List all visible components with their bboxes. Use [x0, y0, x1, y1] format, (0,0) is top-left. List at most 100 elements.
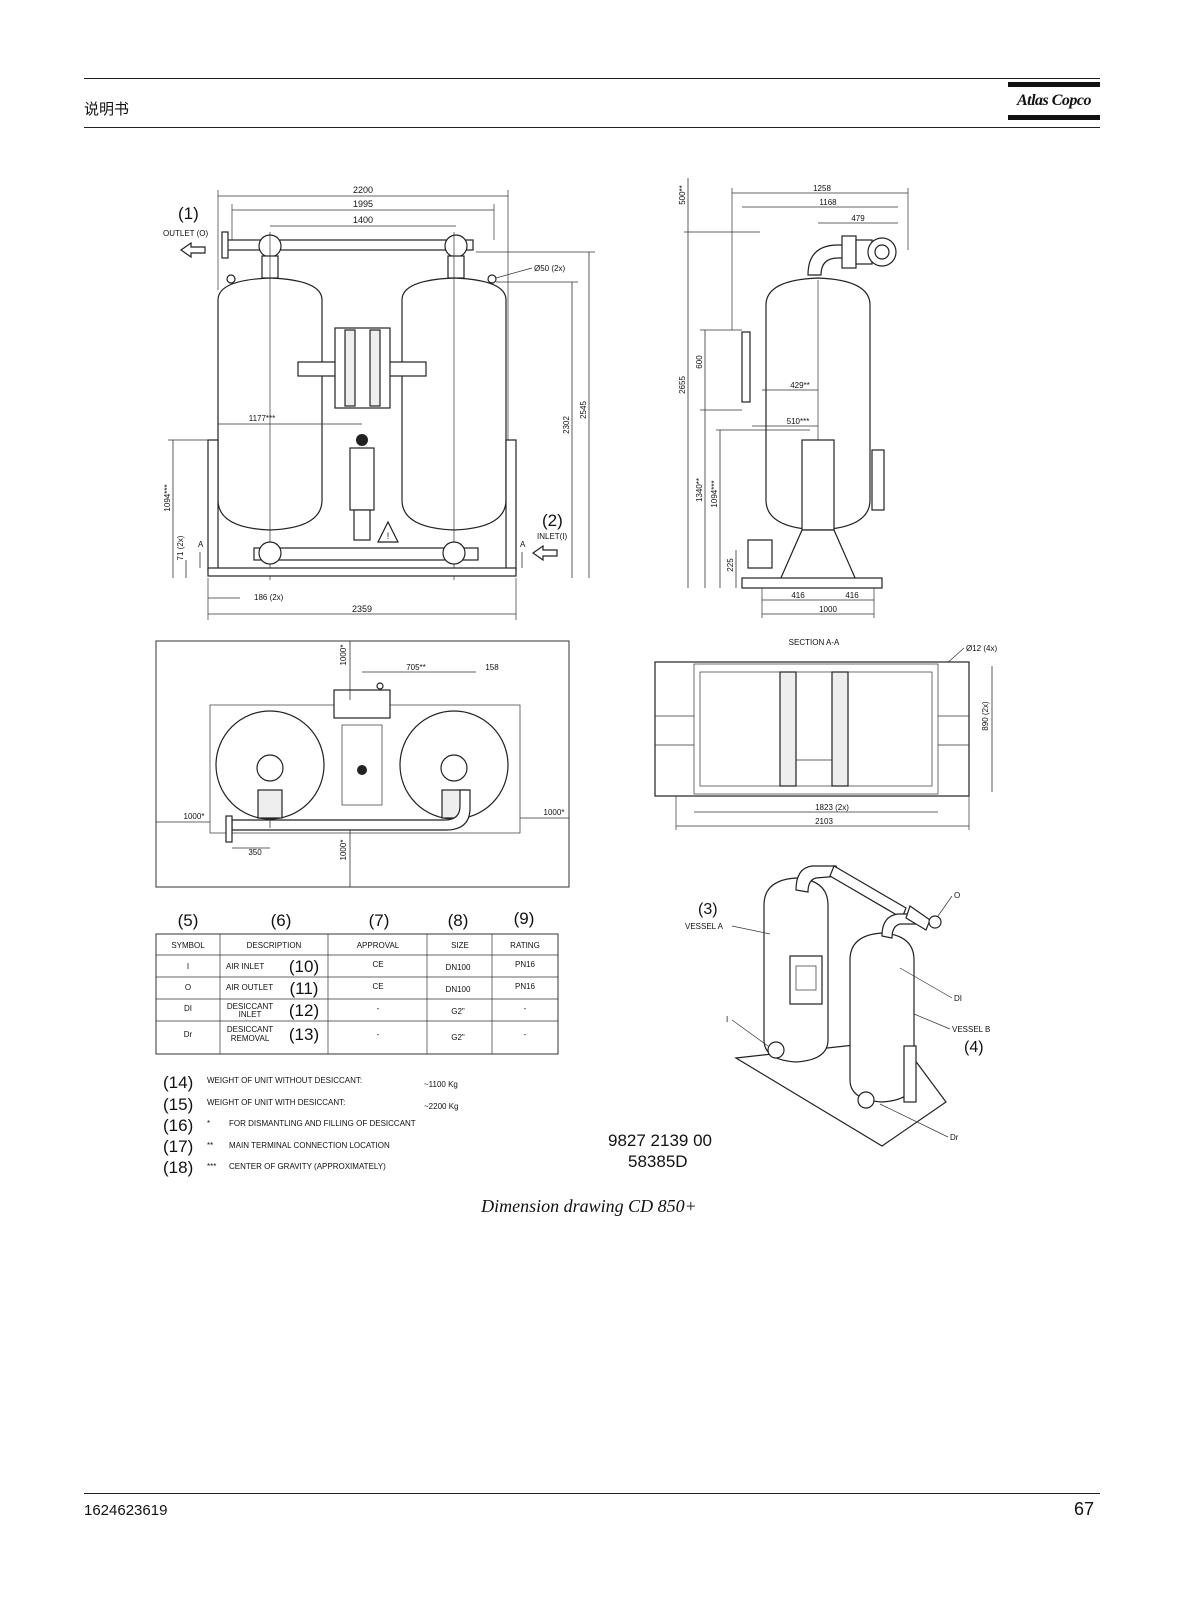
header-size: SIZE [451, 941, 469, 950]
dim-1000-side: 1000 [819, 605, 837, 614]
cell-description-line2: INLET [239, 1010, 262, 1019]
dim-1995: 1995 [353, 199, 373, 209]
dim-479: 479 [851, 214, 865, 223]
cell-rating: PN16 [515, 960, 536, 969]
note-mark: * [207, 1119, 210, 1128]
dim-1168: 1168 [819, 198, 837, 207]
cell-size: G2" [451, 1033, 465, 1042]
dim-225: 225 [726, 558, 735, 572]
note-text: CENTER OF GRAVITY (APPROXIMATELY) [229, 1162, 386, 1171]
cell-symbol: DI [184, 1004, 192, 1013]
cell-size: DN100 [446, 985, 471, 994]
control-box-top [333, 689, 391, 719]
label-2: (2) [542, 511, 563, 530]
side-column [801, 439, 835, 531]
footer-rule [84, 1493, 1100, 1494]
note-text: MAIN TERMINAL CONNECTION LOCATION [229, 1141, 390, 1150]
cell-approval: - [377, 1004, 380, 1013]
label-outlet: OUTLET (O) [163, 229, 209, 238]
header-symbol: SYMBOL [171, 941, 205, 950]
cell-ref-number: (13) [289, 1025, 319, 1044]
dim-71: 71 (2x) [176, 535, 185, 560]
connections-table: (5) (6) (7) (8) (9) SYMBOL DESCRIPTION A… [155, 909, 559, 1055]
note-number: (17) [163, 1137, 193, 1156]
label-inlet: INLET(I) [537, 532, 568, 541]
label-di: DI [954, 994, 962, 1003]
part-number: 9827 2139 00 [608, 1131, 712, 1150]
cell-description: DESICCANT [227, 1002, 273, 1011]
section-view: SECTION A-A Ø12 (4x) 890 (2x) 1823 (2x) … [654, 638, 997, 830]
label-vessel-a: VESSEL A [685, 922, 724, 931]
note-text: WEIGHT OF UNIT WITHOUT DESICCANT: [207, 1076, 362, 1085]
cell-symbol: I [187, 962, 189, 971]
dim-2103: 2103 [815, 817, 833, 826]
col-number-8: (8) [448, 911, 469, 930]
header-approval: APPROVAL [357, 941, 400, 950]
dim-429: 429** [790, 381, 810, 390]
dim-1258: 1258 [813, 184, 831, 193]
label-i: I [726, 1015, 728, 1024]
dim-1094-side: 1094*** [710, 480, 719, 507]
dim-1094: 1094*** [163, 484, 172, 511]
note-text: WEIGHT OF UNIT WITH DESICCANT: [207, 1098, 345, 1107]
note-value: ~1100 Kg [424, 1080, 458, 1089]
pipe-top [231, 789, 471, 831]
header-description: DESCRIPTION [247, 941, 302, 950]
dim-1000-bottom: 1000* [339, 840, 348, 861]
warning-icon [377, 520, 399, 543]
top-view: 1000* 1000* 705** 158 1000* 1000* 350 [155, 640, 570, 888]
cell-description-line2: REMOVAL [231, 1034, 270, 1043]
inlet-arrow-icon [531, 544, 558, 562]
footer-doc-code: 1624623619 [84, 1502, 168, 1519]
note-number: (15) [163, 1095, 193, 1114]
header-top-rule [84, 78, 1100, 79]
cell-description: AIR INLET [226, 962, 264, 971]
warning-mark: ! [387, 531, 390, 541]
label-o: O [954, 891, 960, 900]
cell-rating: - [524, 1030, 527, 1039]
cell-size: G2" [451, 1007, 465, 1016]
dim-416-right: 416 [845, 591, 859, 600]
col-number-7: (7) [369, 911, 390, 930]
note-text: FOR DISMANTLING AND FILLING OF DESICCANT [229, 1119, 416, 1128]
col-number-9: (9) [514, 909, 535, 928]
cell-ref-number: (11) [290, 979, 319, 998]
note-value: ~2200 Kg [424, 1102, 458, 1111]
dim-1000-left: 1000* [184, 812, 205, 821]
logo-bar-top [1008, 82, 1100, 87]
cell-rating: PN16 [515, 982, 536, 991]
dim-2655: 2655 [678, 376, 687, 394]
atlas-copco-logo: Atlas Copco [1008, 82, 1100, 128]
cell-approval: - [377, 1030, 380, 1039]
cell-approval: CE [372, 960, 383, 969]
dim-1340: 1340** [695, 478, 704, 502]
logo-text: Atlas Copco [1016, 92, 1092, 109]
section-mark-a-right: A [520, 540, 526, 549]
base-frame-front [207, 567, 517, 577]
inlet-pipe [253, 547, 479, 561]
dim-2545: 2545 [579, 401, 588, 419]
dim-1177: 1177*** [249, 414, 276, 423]
dim-1000-top: 1000* [339, 645, 348, 666]
iso-control-box [789, 955, 823, 1005]
dim-186: 186 (2x) [254, 593, 284, 602]
front-view: 2200 1995 1400 (1) OUTLET (O) Ø50 (2x) [163, 185, 595, 620]
dim-1400: 1400 [353, 215, 373, 225]
cell-ref-number: (12) [289, 1001, 319, 1020]
dim-705: 705** [406, 663, 426, 672]
dim-d50: Ø50 (2x) [534, 264, 565, 273]
label-vessel-b: VESSEL B [952, 1025, 990, 1034]
section-mark-a-left: A [198, 540, 204, 549]
cell-symbol: Dr [184, 1030, 193, 1039]
cell-approval: CE [372, 982, 383, 991]
dim-1000-right: 1000* [544, 808, 565, 817]
label-1: (1) [178, 204, 199, 223]
note-number: (18) [163, 1158, 193, 1177]
note-number: (16) [163, 1116, 193, 1135]
drawing-code: 58385D [628, 1152, 688, 1171]
cell-ref-number: (10) [289, 957, 319, 976]
notes-list: (14) WEIGHT OF UNIT WITHOUT DESICCANT: ~… [163, 1073, 458, 1177]
dim-416-left: 416 [791, 591, 805, 600]
top-view-frame [155, 640, 570, 888]
